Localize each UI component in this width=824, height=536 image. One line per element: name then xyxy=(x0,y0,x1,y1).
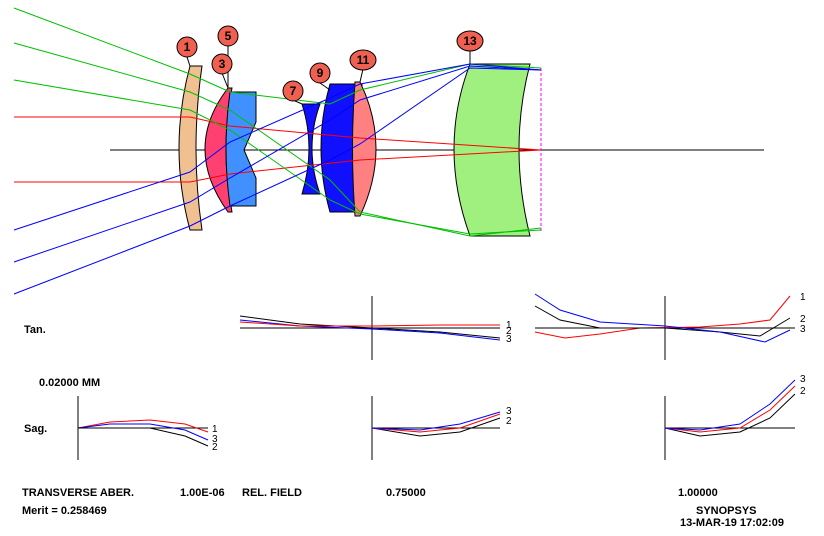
sag-000-curve-2 xyxy=(78,427,209,447)
tan-075-curve-1 xyxy=(239,321,500,327)
tan-100-curve-3 xyxy=(534,293,791,343)
tan-075-curve-3 xyxy=(239,319,501,341)
svg-text:13: 13 xyxy=(463,34,477,48)
svg-text:3: 3 xyxy=(219,57,226,71)
label-bubble-1: 1 xyxy=(176,36,198,58)
brand-name: SYNOPSYS xyxy=(696,505,757,517)
label-bubble-13: 13 xyxy=(456,30,484,52)
sag-075-label-3: 3 xyxy=(506,406,512,417)
svg-text:11: 11 xyxy=(357,53,370,67)
tan-plot-075: 1 2 3 xyxy=(239,296,512,360)
sag-label: Sag. xyxy=(24,423,47,435)
footer: TRANSVERSE ABER. 1.00E-06 REL. FIELD 0.7… xyxy=(22,487,784,529)
sag-100-label-2: 2 xyxy=(800,386,806,397)
label-bubble-7: 7 xyxy=(282,80,304,102)
scale-label: 0.02000 MM xyxy=(39,377,100,389)
label-bubble-11: 11 xyxy=(349,49,377,71)
svg-text:9: 9 xyxy=(317,66,324,80)
sag-075-curve-2 xyxy=(371,417,501,437)
tan-100-label-3: 3 xyxy=(800,324,806,335)
sag-plot-000: 1 3 2 xyxy=(77,396,218,460)
tan-075-label-1: 1 xyxy=(506,320,512,331)
merit-value: Merit = 0.258469 xyxy=(22,505,107,517)
lens-element-11 xyxy=(352,81,377,217)
rays-on-axis xyxy=(14,116,542,183)
sag-075-curve-1 xyxy=(371,413,501,433)
sag-100-curve-1 xyxy=(664,385,796,433)
lens-element-7 xyxy=(301,103,321,195)
sag-100-label-3: 3 xyxy=(800,374,806,385)
footer-field-full: 1.00000 xyxy=(678,487,718,499)
lens-element-13 xyxy=(453,63,531,237)
sag-075-curve-3 xyxy=(371,411,501,431)
tan-label: Tan. xyxy=(24,324,46,336)
footer-title: TRANSVERSE ABER. xyxy=(22,487,134,499)
tan-100-curve-2 xyxy=(534,305,791,337)
lens-element-5 xyxy=(225,91,257,207)
svg-text:7: 7 xyxy=(290,84,297,98)
label-bubble-3: 3 xyxy=(211,53,233,75)
footer-field-label: REL. FIELD xyxy=(242,487,302,499)
svg-text:5: 5 xyxy=(225,29,232,43)
tan-075-curve-2 xyxy=(239,315,501,339)
tan-100-curve-1 xyxy=(534,295,791,339)
tan-075-label-3: 3 xyxy=(506,334,512,345)
sag-000-curve-3 xyxy=(77,423,209,441)
sag-075-label-2: 2 xyxy=(506,416,512,427)
timestamp: 13-MAR-19 17:02:09 xyxy=(680,517,784,529)
aberration-plots: Tan. 0.02000 MM Sag. 1 2 3 1 2 3 xyxy=(24,292,806,460)
tan-100-label-2: 2 xyxy=(800,314,806,325)
footer-field-value: 1.00E-06 xyxy=(180,487,225,499)
tan-100-label-1: 1 xyxy=(800,292,806,303)
sag-100-curve-3 xyxy=(664,379,796,431)
sag-100-curve-2 xyxy=(664,393,796,437)
svg-text:1: 1 xyxy=(184,40,191,54)
lens-layout: 1 5 3 7 9 11 1 xyxy=(13,7,764,295)
lens-element-1 xyxy=(178,65,203,231)
sag-000-curve-1 xyxy=(77,419,209,433)
sag-000-label-1: 1 xyxy=(212,424,218,435)
sag-plot-100: 3 2 xyxy=(664,374,806,460)
footer-field-mid: 0.75000 xyxy=(386,487,426,499)
tan-075-label-2: 2 xyxy=(506,326,512,337)
label-bubble-9: 9 xyxy=(309,62,331,84)
sag-plot-075: 3 2 xyxy=(371,396,512,460)
element-labels: 1 5 3 7 9 11 1 xyxy=(176,25,484,105)
sag-000-label-3: 3 xyxy=(212,434,218,445)
label-bubble-5: 5 xyxy=(217,25,239,47)
tan-plot-100: 1 2 3 xyxy=(534,292,806,360)
sag-000-label-2: 2 xyxy=(212,442,218,453)
